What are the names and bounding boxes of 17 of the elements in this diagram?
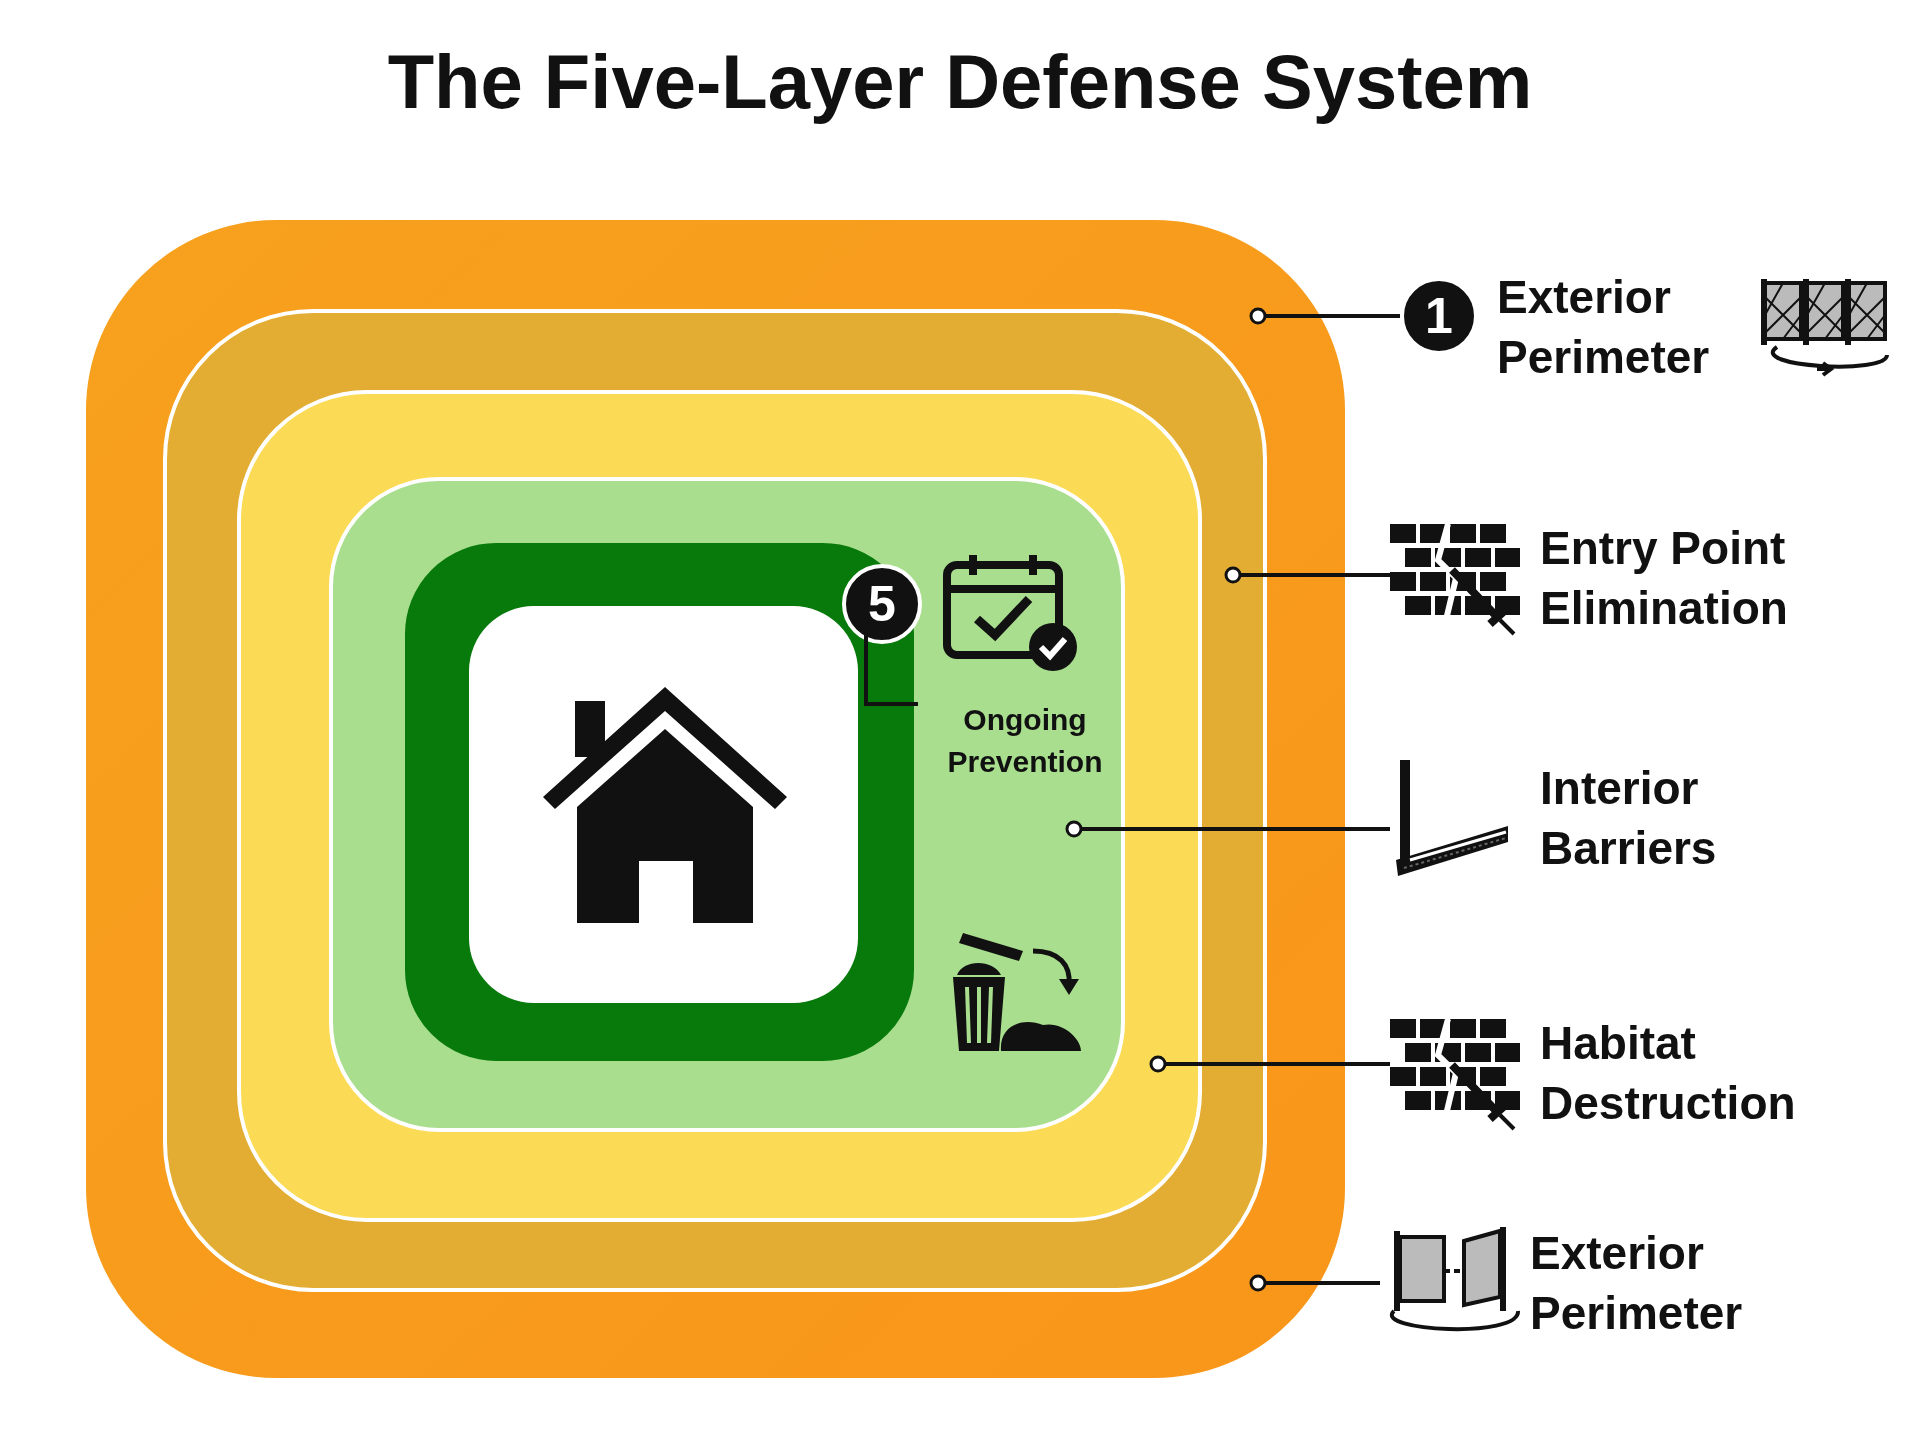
leader-line [1149, 1055, 1390, 1073]
home-panel [469, 606, 858, 1003]
fourth-layer-band [329, 477, 1125, 1132]
layer-label: Exterior Perimeter [1497, 271, 1710, 383]
number-badge: 5 [842, 564, 922, 644]
layer-label: Interior Barriers [1540, 761, 1717, 874]
leader-line [1224, 566, 1390, 584]
layer-label: Exterior Perimeter [1530, 1226, 1743, 1339]
outer-layer-band [86, 220, 1345, 1378]
leader-line [1249, 1274, 1380, 1292]
second-layer-band [163, 309, 1267, 1292]
layer-label: Habitat Destruction [1540, 1016, 1796, 1129]
leader-line [1249, 307, 1400, 325]
third-layer-band [237, 390, 1202, 1222]
layer-label: Ongoing Prevention [946, 702, 1104, 780]
leader-line [1065, 820, 1390, 838]
layer-label: Entry Point Elimination [1540, 521, 1788, 634]
